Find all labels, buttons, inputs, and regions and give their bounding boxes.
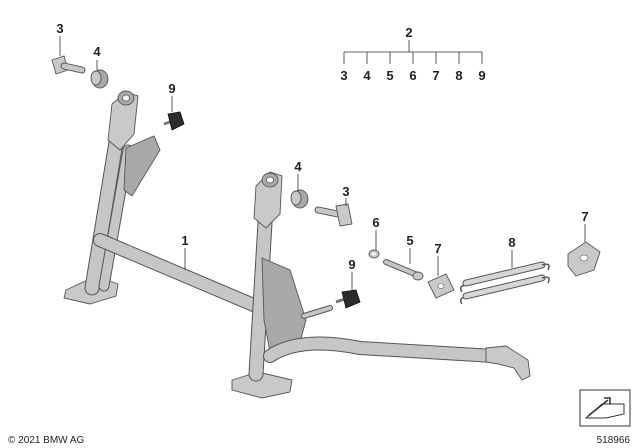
kit-item-4: 4	[363, 68, 371, 83]
kit-item-7: 7	[432, 68, 439, 83]
kit-item-8: 8	[455, 68, 462, 83]
callout-9-right: 9	[348, 257, 355, 272]
callout-7-right: 7	[581, 209, 588, 224]
right-hardware	[290, 189, 361, 309]
kit-item-9: 9	[478, 68, 485, 83]
right-side-plate	[261, 257, 307, 353]
callout-1: 1	[181, 233, 188, 248]
view-direction-icon	[579, 389, 631, 427]
callout-3-left: 3	[56, 21, 63, 36]
spring-hardware	[368, 241, 601, 305]
kit-item-5: 5	[386, 68, 393, 83]
center-stand	[63, 90, 531, 399]
callout-4-right: 4	[294, 159, 302, 174]
screw-left	[167, 111, 185, 131]
callout-7-middle: 7	[434, 241, 441, 256]
callouts: 3 4 9 1 2 4 3 9 6 5 7 8 7 3 4 5 6 7 8 9	[56, 21, 588, 272]
callout-2: 2	[405, 25, 412, 40]
callout-4-left: 4	[93, 44, 101, 59]
callout-6: 6	[372, 215, 379, 230]
screw-right	[341, 289, 361, 309]
spring-pair	[459, 261, 550, 305]
leader-lines	[59, 36, 586, 290]
callout-3-right: 3	[342, 184, 349, 199]
kit-item-3: 3	[340, 68, 347, 83]
callout-8: 8	[508, 235, 515, 250]
callout-9-left: 9	[168, 81, 175, 96]
left-hardware	[51, 55, 185, 131]
kit-item-6: 6	[409, 68, 416, 83]
bolt-right	[335, 203, 353, 227]
left-gusset	[123, 135, 161, 197]
pin	[412, 271, 424, 281]
copyright-text: © 2021 BMW AG	[8, 435, 85, 446]
kick-lever-pedal	[485, 345, 531, 381]
callout-5: 5	[406, 233, 413, 248]
diagram-number: 518966	[597, 435, 631, 446]
